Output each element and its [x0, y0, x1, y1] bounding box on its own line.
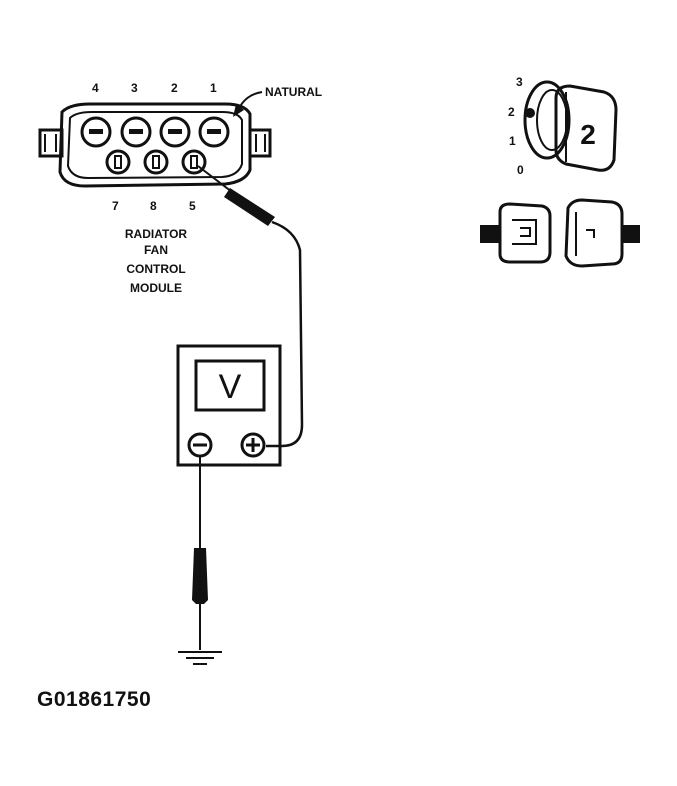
cavity-8 [143, 149, 169, 175]
positive-probe-tip [197, 165, 233, 193]
ignition-position-1: 1 [509, 134, 516, 148]
position-indicator-dot [525, 108, 535, 118]
disconnected-connector-icon [480, 198, 640, 268]
cavity-5 [181, 149, 207, 175]
positive-terminal [240, 432, 266, 458]
natural-label: NATURAL [265, 85, 322, 99]
figure-id-label: G01861750 [37, 688, 152, 711]
voltmeter-display-text: V [219, 368, 242, 406]
module-label-line1: RADIATOR [125, 227, 188, 241]
module-label-line3: CONTROL [126, 262, 185, 276]
radiator-fan-connector: 4 3 2 1 NATURAL [38, 81, 322, 295]
cavity-1 [198, 116, 230, 148]
pin-label-7: 7 [112, 199, 119, 213]
negative-probe [192, 456, 208, 650]
cavity-3 [120, 116, 152, 148]
positive-probe-handle [224, 188, 275, 226]
cavity-4 [80, 116, 112, 148]
connector-half-right [564, 198, 624, 268]
ground-icon [178, 651, 222, 665]
voltmeter-body [176, 344, 282, 467]
connector-housing [58, 102, 252, 188]
connector-left-tab [38, 128, 64, 158]
pin-label-5: 5 [189, 199, 196, 213]
connector-right-tab [248, 128, 272, 158]
cavity-2 [159, 116, 191, 148]
pin-label-4: 4 [92, 81, 99, 95]
bottom-cavities [105, 149, 207, 175]
voltmeter: V [176, 344, 282, 467]
ignition-position-0: 0 [517, 163, 524, 177]
module-label-line2: FAN [144, 243, 168, 257]
pin-label-1: 1 [210, 81, 217, 95]
ignition-position-2: 2 [508, 105, 515, 119]
cavity-7 [105, 149, 131, 175]
module-label-line4: MODULE [130, 281, 182, 295]
connector-inner-rim [66, 111, 243, 180]
connector-half-left [498, 202, 552, 264]
key-head [554, 84, 618, 172]
positive-lead-wire [266, 220, 304, 448]
ignition-position-3: 3 [516, 75, 523, 89]
key-number: 2 [580, 119, 596, 150]
plus-icon [246, 438, 260, 452]
positive-probe [197, 165, 304, 448]
pin-label-8: 8 [150, 199, 157, 213]
voltmeter-display [194, 359, 266, 412]
top-cavities [80, 116, 230, 148]
ignition-cylinder [523, 80, 571, 160]
pin-label-2: 2 [171, 81, 178, 95]
pin-label-3: 3 [131, 81, 138, 95]
ignition-switch: 3 2 1 0 2 [508, 75, 618, 177]
